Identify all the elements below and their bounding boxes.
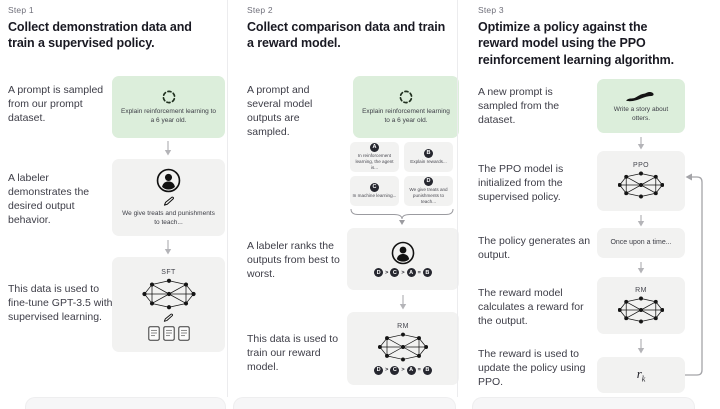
ppo-label: PPO bbox=[633, 162, 649, 169]
bottom-card bbox=[233, 397, 456, 409]
letter-badge: C bbox=[370, 183, 379, 192]
step1-caption-prompt: A prompt is sampled from our prompt data… bbox=[8, 84, 108, 126]
output-text: In machine learning... bbox=[353, 193, 397, 199]
reward-symbol: rk bbox=[637, 366, 646, 384]
rank-separator: > bbox=[401, 367, 404, 373]
prompt-text: Write a story about otters. bbox=[604, 106, 678, 124]
prompt-text: Explain reinforcement learning to a 6 ye… bbox=[121, 108, 217, 126]
step3-output-box: Once upon a time... bbox=[597, 228, 685, 258]
step1-caption-labeler: A labeler demonstrates the desired outpu… bbox=[8, 172, 108, 227]
refresh-icon bbox=[398, 89, 414, 105]
down-arrow-icon bbox=[636, 262, 646, 274]
letter-badge: B bbox=[424, 149, 433, 158]
step2-caption-train: This data is used to train our reward mo… bbox=[247, 333, 347, 375]
rank-badge: A bbox=[407, 366, 416, 375]
labeler-text: We give treats and punishments to teach.… bbox=[121, 210, 217, 228]
rank-separator: > bbox=[401, 270, 404, 276]
step2-rank-box: D > C > A = B bbox=[347, 228, 459, 290]
step2-caption-prompt: A prompt and several model outputs are s… bbox=[247, 84, 339, 139]
step1-caption-finetune: This data is used to fine-tune GPT-3.5 w… bbox=[8, 283, 114, 325]
output-card-c: C In machine learning... bbox=[350, 176, 399, 206]
step2-label: Step 2 bbox=[247, 5, 273, 15]
ranking-row: D > C > A = B bbox=[374, 268, 432, 277]
down-arrow-icon bbox=[163, 141, 173, 156]
documents-row bbox=[148, 326, 190, 341]
letter-badge: D bbox=[424, 177, 433, 186]
loop-arrow bbox=[683, 170, 709, 384]
step3-caption-reward: The reward model calculates a reward for… bbox=[478, 287, 594, 329]
step3-heading: Optimize a policy against the reward mod… bbox=[478, 19, 690, 68]
step2-caption-rank: A labeler ranks the outputs from best to… bbox=[247, 240, 353, 282]
ranking-row: D > C > A = B bbox=[374, 366, 432, 375]
document-icon bbox=[148, 326, 160, 341]
rank-separator: > bbox=[385, 367, 388, 373]
network-icon bbox=[142, 277, 196, 311]
model-outputs-grid: A In reinforcement learning, the agent i… bbox=[350, 142, 453, 206]
step2-column: Step 2 Collect comparison data and train… bbox=[237, 0, 457, 397]
network-icon bbox=[378, 331, 428, 363]
step3-prompt-box: Write a story about otters. bbox=[597, 79, 685, 133]
network-icon bbox=[618, 170, 664, 200]
rank-badge: D bbox=[374, 268, 383, 277]
pencil-icon bbox=[162, 196, 176, 207]
output-text: In reinforcement learning, the agent is.… bbox=[352, 153, 397, 171]
document-icon bbox=[178, 326, 190, 341]
down-arrow-icon bbox=[636, 339, 646, 354]
column-divider bbox=[227, 0, 228, 397]
step3-rm-box: RM bbox=[597, 277, 685, 334]
down-arrow-icon bbox=[636, 215, 646, 227]
step2-heading: Collect comparison data and train a rewa… bbox=[247, 19, 447, 52]
rm-label: RM bbox=[635, 287, 647, 294]
prompt-text: Explain reinforcement learning to a 6 ye… bbox=[359, 108, 453, 126]
bottom-card bbox=[472, 397, 695, 409]
step3-column: Step 3 Optimize a policy against the rew… bbox=[467, 0, 720, 397]
step2-prompt-box: Explain reinforcement learning to a 6 ye… bbox=[353, 76, 459, 138]
step3-reward-box: rk bbox=[597, 357, 685, 393]
rank-separator: = bbox=[418, 367, 421, 373]
rank-badge: B bbox=[423, 366, 432, 375]
output-card-b: B Explain rewards... bbox=[404, 142, 453, 172]
brace-arrow bbox=[349, 208, 455, 226]
bottom-card bbox=[25, 397, 226, 409]
step3-caption-prompt: A new prompt is sampled from the dataset… bbox=[478, 86, 583, 128]
output-card-d: D We give treats and punishments to teac… bbox=[404, 176, 453, 206]
step1-heading: Collect demonstration data and train a s… bbox=[8, 19, 204, 52]
otter-icon bbox=[625, 89, 657, 103]
rank-badge: C bbox=[390, 268, 399, 277]
rank-badge: C bbox=[390, 366, 399, 375]
rank-separator: > bbox=[385, 270, 388, 276]
sft-label: SFT bbox=[161, 269, 175, 276]
output-text: Explain rewards... bbox=[410, 159, 447, 165]
rank-badge: D bbox=[374, 366, 383, 375]
letter-badge: A bbox=[370, 143, 379, 152]
down-arrow-icon bbox=[636, 137, 646, 150]
step1-column: Step 1 Collect demonstration data and tr… bbox=[0, 0, 227, 397]
step1-label: Step 1 bbox=[8, 5, 34, 15]
person-icon bbox=[391, 241, 415, 265]
rm-label: RM bbox=[397, 323, 409, 330]
down-arrow-icon bbox=[398, 295, 408, 310]
step1-prompt-box: Explain reinforcement learning to a 6 ye… bbox=[112, 76, 225, 138]
step1-labeler-box: We give treats and punishments to teach.… bbox=[112, 159, 225, 236]
down-arrow-icon bbox=[163, 240, 173, 255]
step3-caption-init: The PPO model is initialized from the su… bbox=[478, 163, 594, 205]
network-icon bbox=[618, 295, 664, 325]
output-text: We give treats and punishments to teach.… bbox=[406, 187, 451, 205]
rank-badge: B bbox=[423, 268, 432, 277]
step3-caption-update: The reward is used to update the policy … bbox=[478, 348, 590, 390]
step3-caption-output: The policy generates an output. bbox=[478, 235, 596, 263]
step1-sft-box: SFT bbox=[112, 257, 225, 352]
document-icon bbox=[163, 326, 175, 341]
column-divider bbox=[457, 0, 458, 397]
rank-badge: A bbox=[407, 268, 416, 277]
step2-rm-box: RM D > bbox=[347, 312, 459, 385]
pencil-icon bbox=[162, 313, 175, 323]
person-icon bbox=[156, 168, 181, 193]
step3-ppo-box: PPO bbox=[597, 151, 685, 211]
step3-label: Step 3 bbox=[478, 5, 504, 15]
output-text: Once upon a time... bbox=[610, 238, 671, 247]
output-card-a: A In reinforcement learning, the agent i… bbox=[350, 142, 399, 172]
refresh-icon bbox=[161, 89, 177, 105]
rank-separator: = bbox=[418, 270, 421, 276]
